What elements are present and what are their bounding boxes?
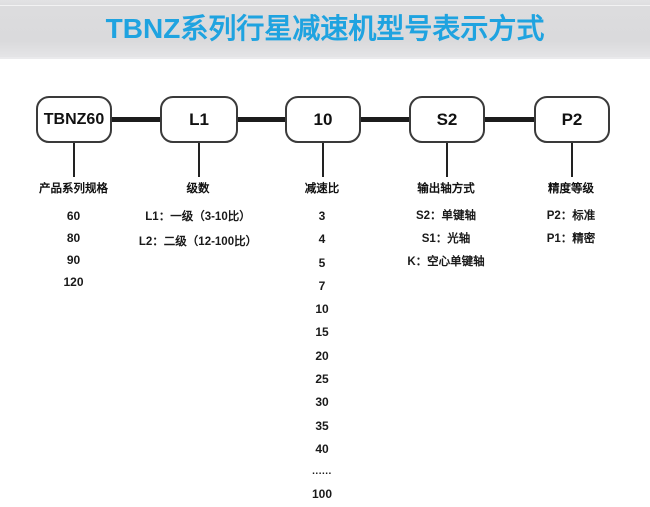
model-box-precision: P2 bbox=[534, 96, 610, 143]
legend-item: 90 bbox=[66, 253, 81, 267]
legend-item: 40 bbox=[315, 441, 329, 456]
legend-item: 5 bbox=[318, 255, 326, 270]
legend-item: 3 bbox=[318, 209, 326, 223]
legend-column-stage: 级数 L1：一级（3-10比） L2：二级（12-100比） bbox=[123, 179, 273, 255]
legend-item: L1：一级（3-10比） bbox=[145, 211, 251, 223]
connector-line-3 bbox=[361, 117, 409, 122]
legend-column-series: 产品系列规格 60 80 90 120 bbox=[0, 179, 147, 293]
legend-item: 30 bbox=[315, 395, 329, 410]
legend-item: 100 bbox=[311, 487, 333, 502]
legend-item: 7 bbox=[318, 278, 326, 293]
legend-heading-shaft: 输出轴方式 bbox=[417, 183, 475, 195]
legend-item: S1：光轴 bbox=[421, 233, 471, 245]
connector-line-4 bbox=[485, 117, 534, 122]
legend-item: S2：单键轴 bbox=[415, 210, 477, 222]
legend-heading-ratio: 减速比 bbox=[304, 183, 340, 195]
drop-line-shaft bbox=[446, 143, 448, 177]
model-box-ratio: 10 bbox=[285, 96, 361, 143]
legend-item: 120 bbox=[63, 275, 84, 289]
legend-item: 35 bbox=[315, 418, 329, 433]
header-top-hairline bbox=[0, 5, 650, 6]
legend-item: K：空心单键轴 bbox=[407, 256, 485, 268]
drop-line-precision bbox=[571, 143, 573, 177]
legend-item: 20 bbox=[315, 348, 329, 363]
drop-line-series bbox=[73, 143, 75, 177]
drop-line-stage bbox=[198, 143, 200, 177]
legend-heading-series: 产品系列规格 bbox=[39, 183, 108, 195]
connector-line-1 bbox=[112, 117, 160, 122]
legend-item: 25 bbox=[315, 372, 329, 387]
connector-line-2 bbox=[238, 117, 285, 122]
model-box-stage: L1 bbox=[160, 96, 238, 143]
header-band bbox=[0, 0, 650, 59]
header-bottom-hairline bbox=[0, 57, 650, 59]
legend-column-precision: 精度等级 P2：标准 P1：精密 bbox=[511, 179, 631, 251]
legend-column-shaft: 输出轴方式 S2：单键轴 S1：光轴 K：空心单键轴 bbox=[371, 179, 521, 274]
model-box-shaft: S2 bbox=[409, 96, 485, 143]
legend-item: 60 bbox=[66, 209, 81, 223]
legend-item: L2：二级（12-100比） bbox=[138, 236, 258, 248]
legend-column-ratio: 减速比 3 4 5 7 10 15 20 25 30 35 40 ...... … bbox=[272, 179, 372, 507]
legend-item: 4 bbox=[318, 232, 326, 247]
legend-heading-stage: 级数 bbox=[186, 183, 210, 195]
legend-item: 80 bbox=[66, 231, 81, 245]
drop-line-ratio bbox=[322, 143, 324, 177]
page-title: TBNZ系列行星减速机型号表示方式 bbox=[105, 13, 545, 44]
legend-item: P1：精密 bbox=[546, 233, 596, 245]
legend-heading-precision: 精度等级 bbox=[548, 183, 594, 195]
legend-item: 15 bbox=[315, 325, 329, 340]
legend-item-ellipsis: ...... bbox=[312, 466, 332, 478]
legend-item: P2：标准 bbox=[546, 210, 596, 222]
legend-item: 10 bbox=[315, 302, 329, 317]
model-box-series: TBNZ60 bbox=[36, 96, 112, 143]
